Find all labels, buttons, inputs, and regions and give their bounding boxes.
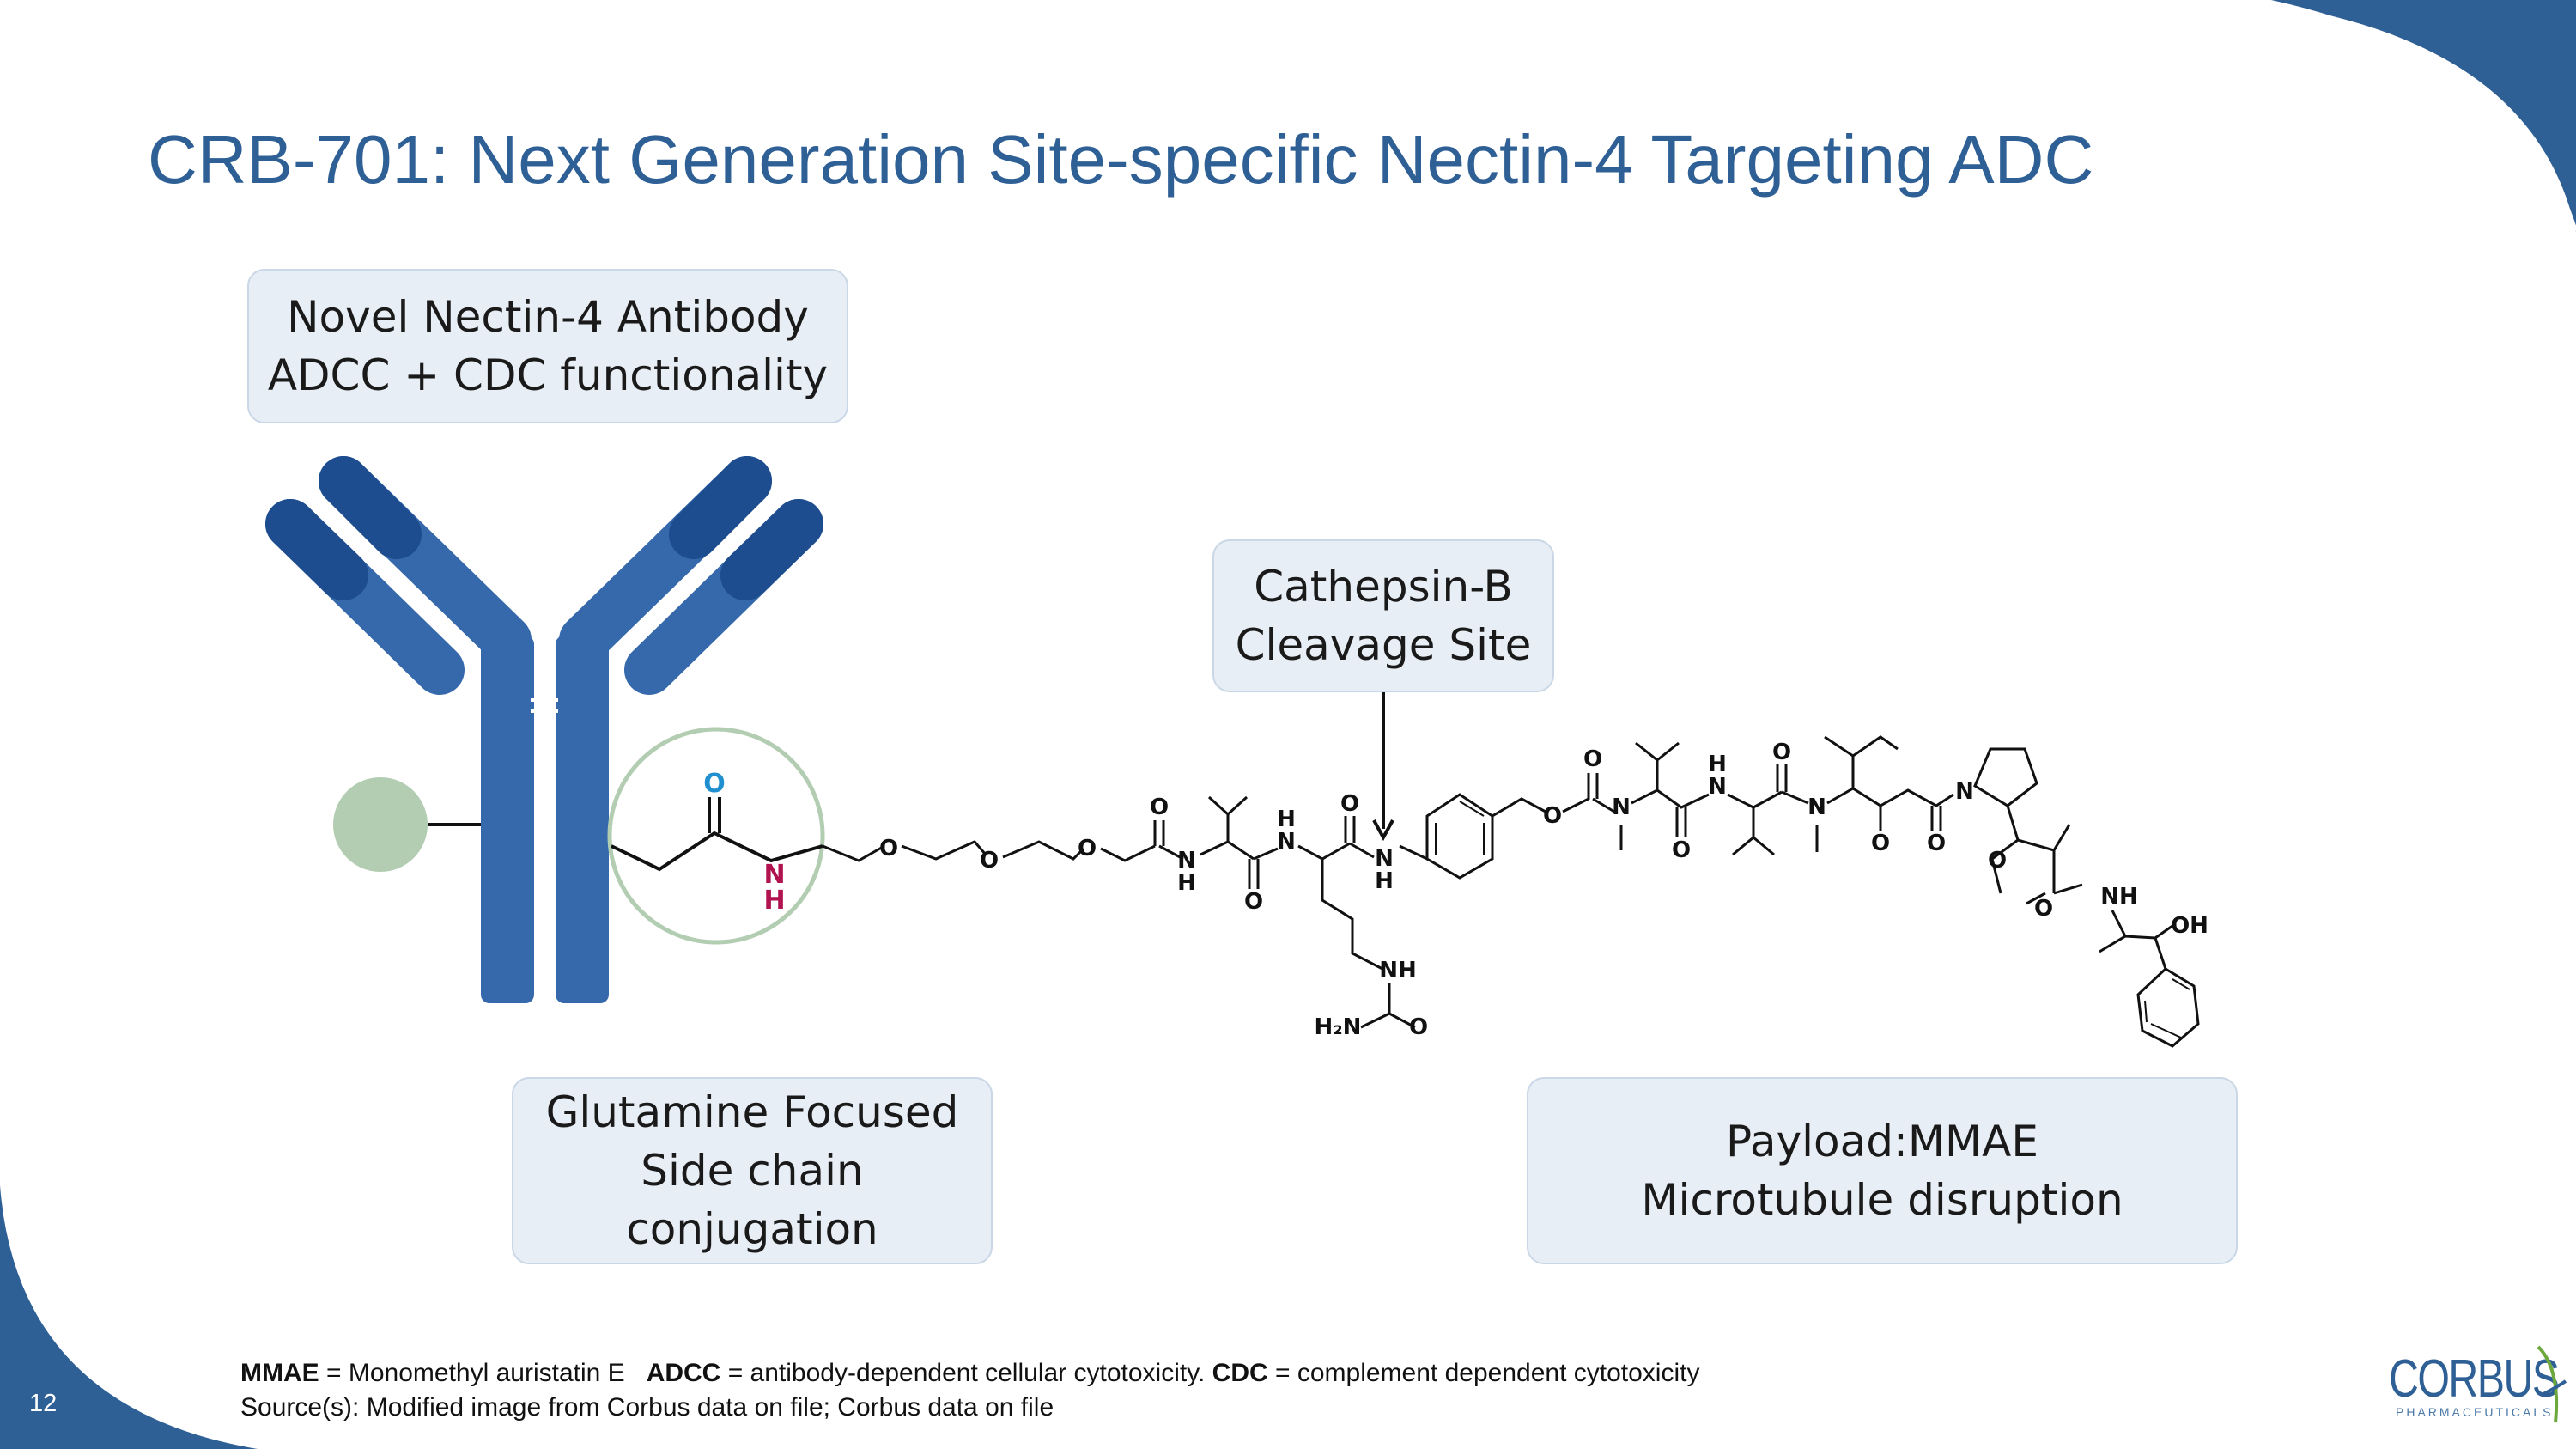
mmae-n-1: N [1708,774,1727,800]
glutamine-callout-line1: Glutamine Focused [545,1087,959,1137]
mmae-n-2: N [1807,795,1826,820]
conjugate-dot [333,777,428,872]
slide-title: CRB-701: Next Generation Site-specific N… [148,121,2094,198]
val-hydrogen: H [1177,870,1196,896]
antibody-callout: Novel Nectin-4 Antibody ADCC + CDC funct… [247,269,848,423]
cleavage-callout: Cathepsin-B Cleavage Site [1212,539,1554,692]
footnote-abbr-adcc: ADCC [646,1359,721,1387]
urea-amine-label: H₂N [1315,1014,1362,1040]
carbamate-carbonyl-oxygen: O [1583,746,1602,772]
footnote-def-mmae: = Monomethyl auristatin E [326,1359,625,1387]
cleavage-callout-line1: Cathepsin-B [1254,562,1513,612]
logo-tagline: PHARMACEUTICALS [2396,1405,2554,1419]
footnote-source: Source(s): Modified image from Corbus da… [240,1393,1054,1422]
urea-nh-label: NH [1379,958,1417,983]
mmae-oxygen-3: O [1927,831,1946,856]
peg-oxygen-1: O [879,836,898,861]
cit-carbonyl-oxygen-lower: O [1244,889,1263,915]
cit-hydrogen: H [1277,807,1296,832]
mmae-oxygen-2: O [1772,740,1791,765]
glutamine-callout-line2: Side chain [641,1146,864,1196]
antibody-callout-line2: ADCC + CDC functionality [267,350,829,400]
payload-callout: Payload:MMAE Microtubule disruption [1527,1077,2238,1264]
footnote-def-cdc: = complement dependent cytotoxicity [1275,1359,1700,1387]
mmae-h-1: H [1708,752,1727,777]
mmae-nh-label: NH [2100,884,2138,910]
corbus-logo: CORBUS PHARMACEUTICALS [2389,1345,2567,1426]
cit-carbonyl-oxygen: O [1340,791,1359,817]
mmae-methoxy-2: O [1988,848,2007,874]
footnote-abbreviations: MMAE = Monomethyl auristatin E ADCC = an… [240,1359,1699,1388]
urea-oxygen-label: O [1409,1014,1428,1040]
pab-nitrogen: N [1375,846,1394,872]
pab-hydrogen: H [1375,868,1394,894]
antibody-callout-line1: Novel Nectin-4 Antibody [287,292,809,342]
carbonyl-oxygen-label: O [703,769,726,799]
mmae-hydroxyl-label: OH [2171,913,2208,939]
cleavage-callout-line2: Cleavage Site [1235,620,1532,670]
mmae-n-methyl: N [1612,795,1631,820]
peg-oxygen-3: O [1078,836,1097,861]
val-nitrogen: N [1177,848,1196,874]
payload-callout-line1: Payload:MMAE [1726,1117,2038,1166]
peg-oxygen-2: O [980,848,999,874]
glutamine-callout-line3: conjugation [626,1204,878,1254]
amide-hydrogen-label: H [763,886,785,916]
mmae-methoxy-1: O [1871,831,1890,856]
cit-nitrogen: N [1277,829,1296,855]
antibody-illustration [265,456,823,1003]
logo-wordmark: CORBUS [2389,1349,2560,1409]
page-number: 12 [29,1390,58,1417]
mmae-oxygen-1: O [1672,837,1691,863]
mmae-oxygen-4: O [2034,896,2053,922]
carbamate-oxygen: O [1543,803,1562,829]
payload-callout-line2: Microtubule disruption [1641,1175,2123,1225]
val-carbonyl-oxygen: O [1150,795,1169,820]
footnote-abbr-cdc: CDC [1212,1359,1268,1387]
footnote-def-adcc: = antibody-dependent cellular cytotoxici… [727,1359,1206,1387]
amide-nitrogen-label: N [763,860,785,890]
footnote-abbr-mmae: MMAE [240,1359,319,1387]
logo-swoosh-icon [2537,1345,2567,1423]
mmae-pyrrolidine-n: N [1955,779,1974,805]
glutamine-callout: Glutamine Focused Side chain conjugation [512,1077,993,1264]
